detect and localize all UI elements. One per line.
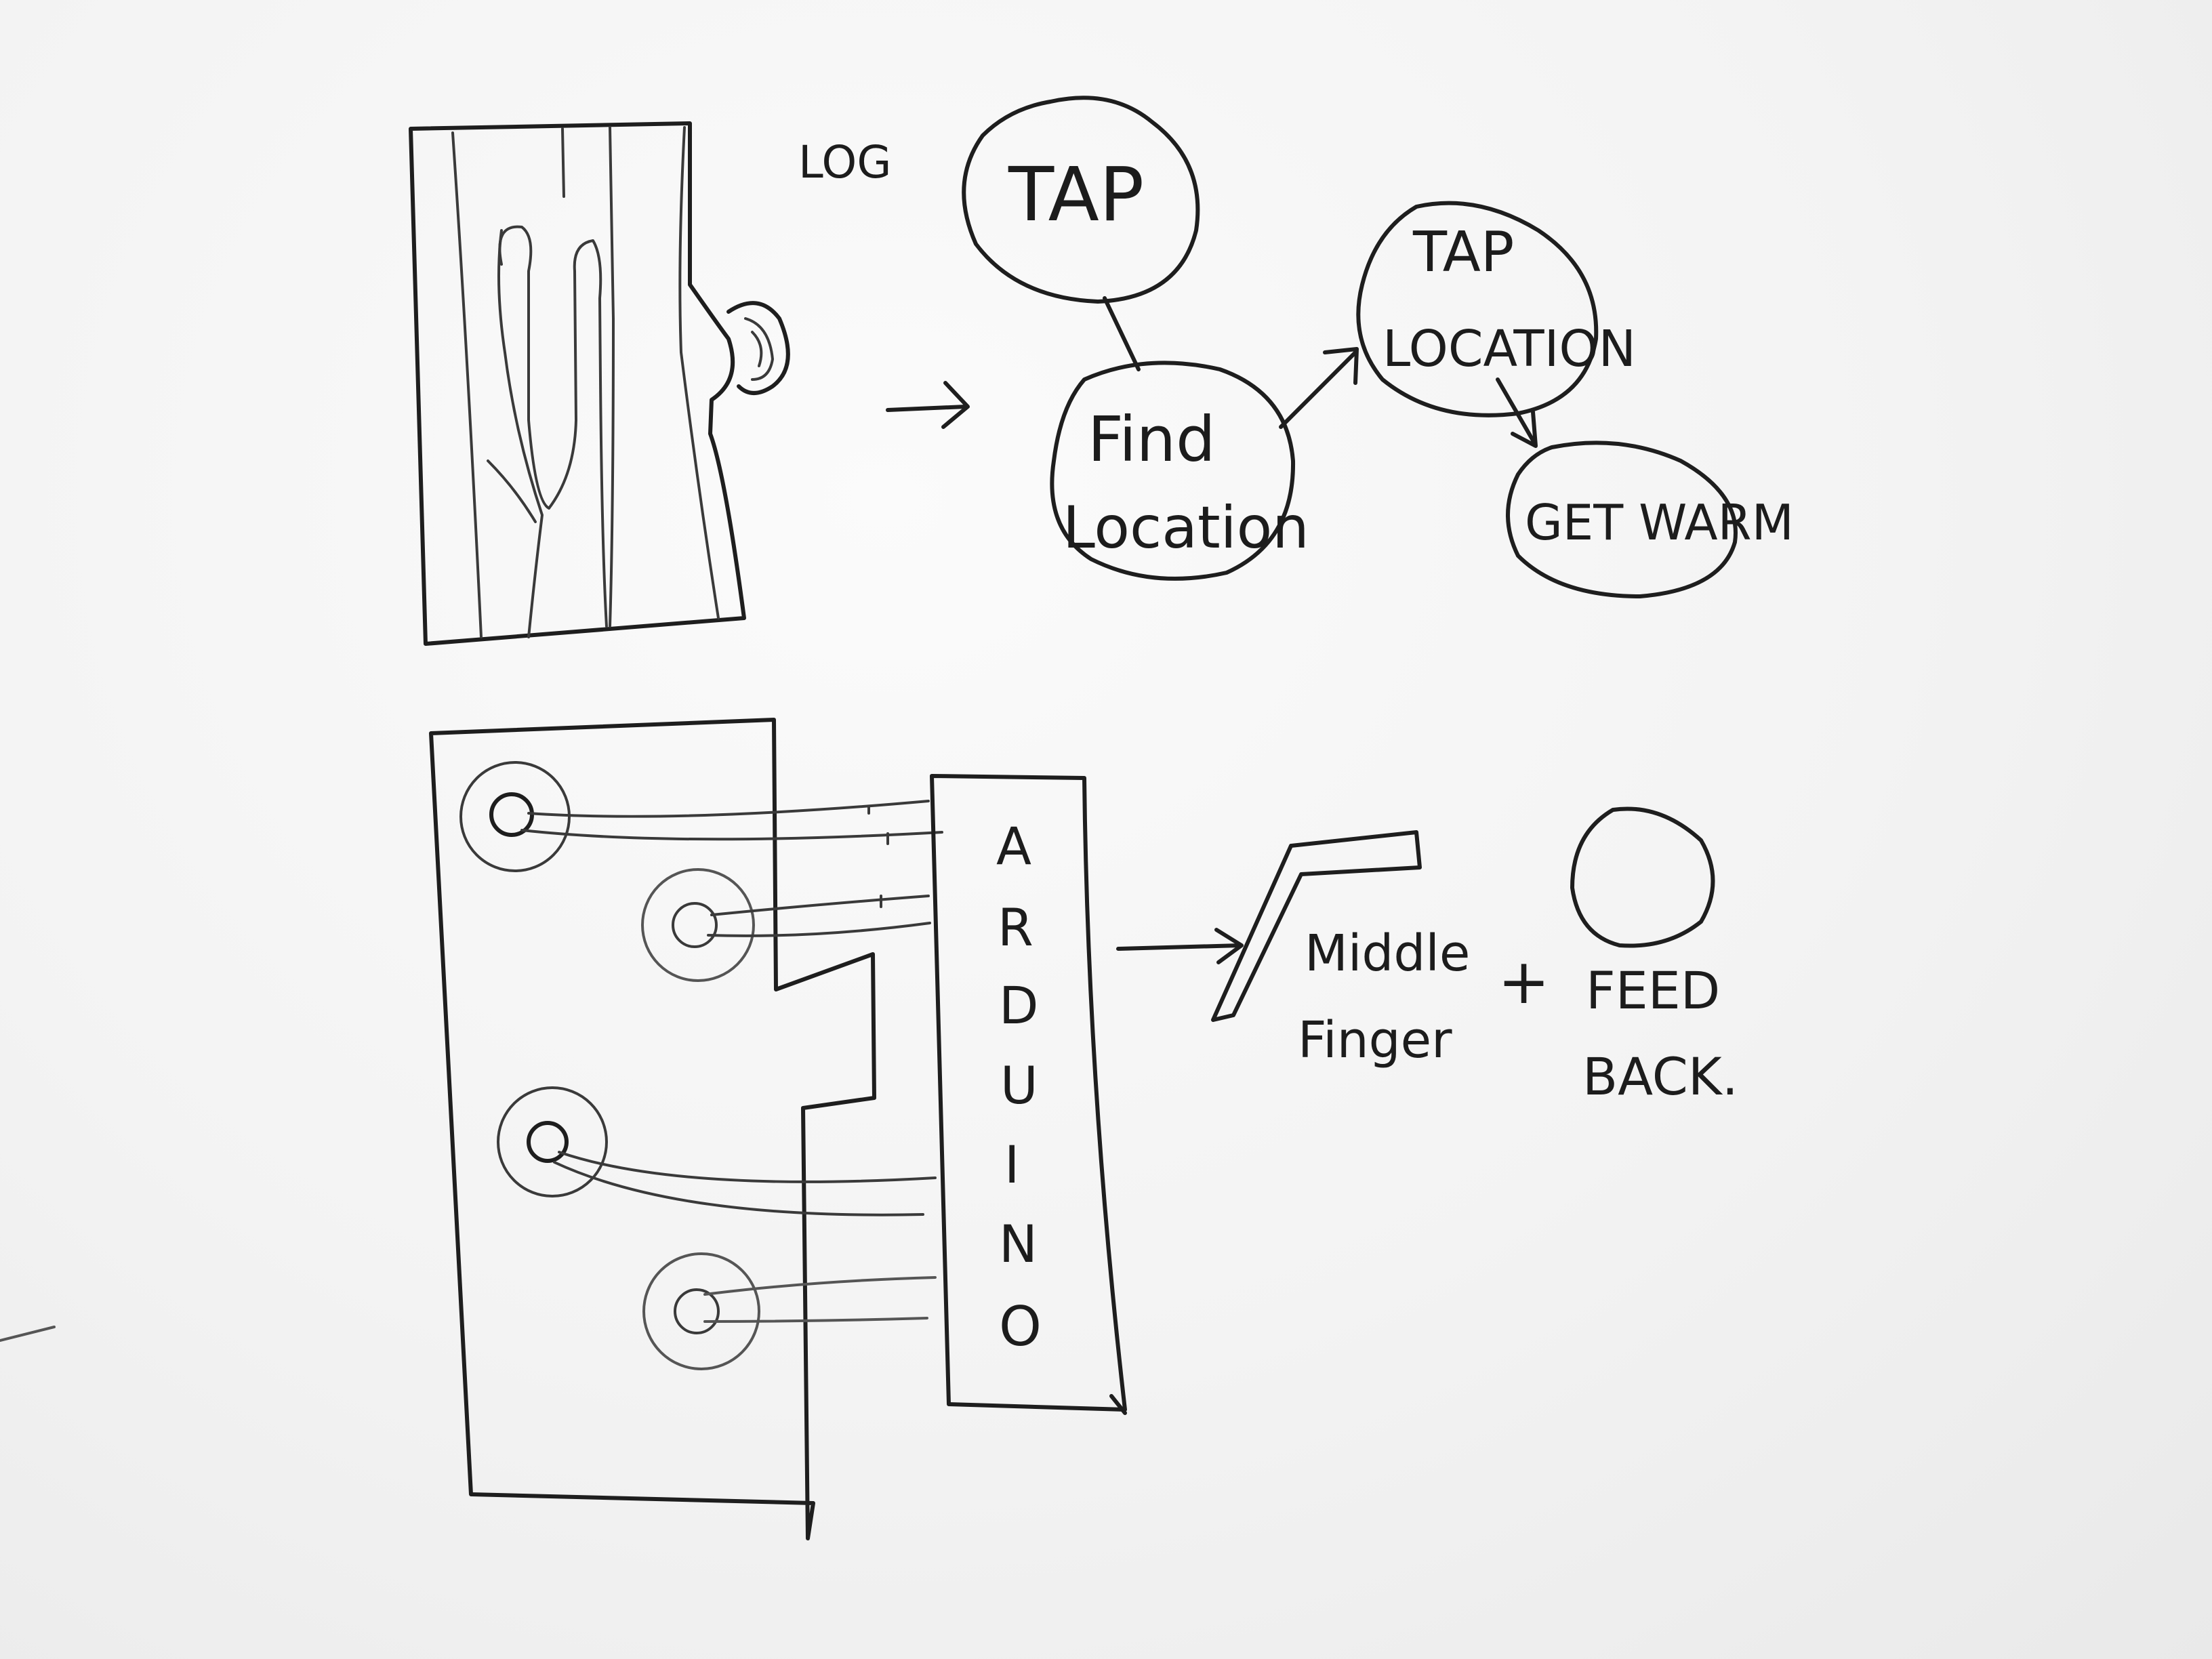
arduino-letter-u: U bbox=[1000, 1055, 1038, 1115]
node-tap-location-line2: LOCATION bbox=[1382, 320, 1636, 378]
feedback-line2: BACK. bbox=[1582, 1046, 1738, 1107]
feedback-circle-icon bbox=[1570, 806, 1715, 948]
arrow-log-to-tap-icon bbox=[886, 381, 970, 429]
arduino-letter-n: N bbox=[999, 1214, 1038, 1274]
arduino-letter-r: R bbox=[998, 897, 1033, 958]
stray-mark bbox=[0, 1326, 56, 1342]
log-label: LOG bbox=[798, 136, 892, 188]
edge-tap-to-find bbox=[1103, 296, 1141, 371]
node-tap bbox=[962, 96, 1200, 304]
arduino-board bbox=[930, 774, 1127, 1415]
feedback-line1: FEED bbox=[1586, 960, 1720, 1021]
sensor-pad-1 bbox=[459, 761, 571, 872]
sensor-board bbox=[429, 718, 876, 1540]
node-tap-location-line1: TAP bbox=[1412, 220, 1514, 285]
middle-finger-line2: Finger bbox=[1298, 1011, 1452, 1069]
finger-icon bbox=[1211, 830, 1422, 1022]
node-find-location bbox=[1050, 361, 1296, 581]
node-find-location-line1: Find bbox=[1088, 403, 1216, 476]
middle-finger-line1: Middle bbox=[1305, 924, 1470, 983]
arrow-arduino-to-finger-icon bbox=[1116, 928, 1244, 964]
plus-sign: + bbox=[1498, 945, 1550, 1018]
node-get-warm bbox=[1506, 441, 1738, 598]
arduino-label: A R D U I N O bbox=[996, 816, 1042, 1358]
node-tap-label: TAP bbox=[1008, 151, 1144, 238]
arduino-letter-a: A bbox=[996, 816, 1031, 876]
node-find-location-line2: Location bbox=[1063, 494, 1309, 562]
sensor-pad-2 bbox=[641, 868, 755, 982]
sensor-wires bbox=[520, 800, 943, 1323]
arduino-letter-o: O bbox=[999, 1295, 1042, 1358]
arrow-tap-location-to-warm-icon bbox=[1496, 377, 1538, 448]
arduino-letter-d: D bbox=[999, 975, 1039, 1036]
arduino-letter-i: I bbox=[1004, 1134, 1019, 1195]
arrow-find-to-tap-location-icon bbox=[1279, 347, 1359, 429]
log-drawing bbox=[409, 121, 790, 646]
sensor-pad-4 bbox=[642, 1252, 760, 1370]
sensor-pad-3 bbox=[497, 1086, 608, 1197]
node-get-warm-label: GET WARM bbox=[1525, 494, 1794, 551]
